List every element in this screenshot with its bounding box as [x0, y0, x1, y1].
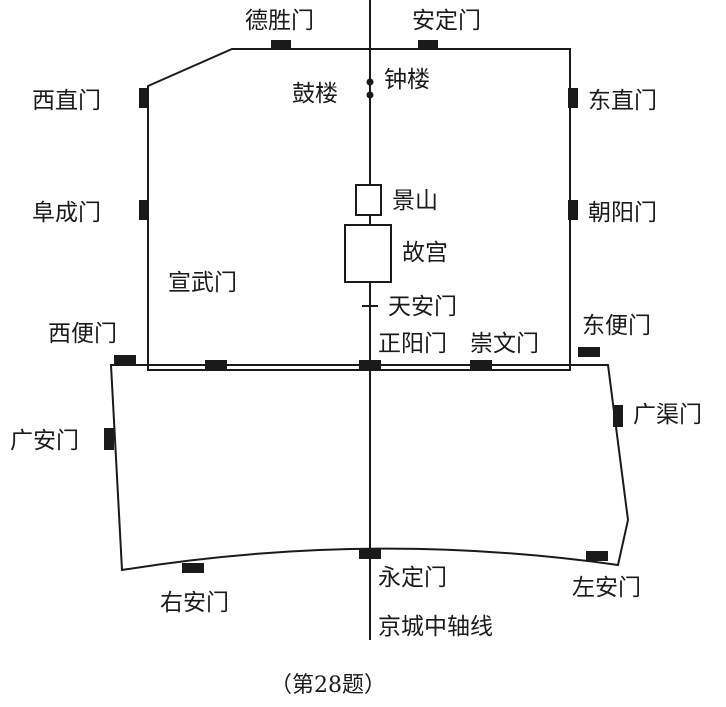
zuoanmen-gate	[586, 551, 608, 561]
xizhimen-gate	[139, 88, 149, 108]
chaoyangmen-gate	[568, 200, 578, 220]
gugong-box	[344, 224, 392, 283]
gulou-marker	[366, 78, 374, 86]
zuoanmen-label: 左安门	[572, 575, 641, 601]
fuchengmen-label: 阜成门	[32, 200, 101, 226]
dongbianmen-gate	[578, 347, 600, 357]
xizhimen-label: 西直门	[32, 88, 101, 114]
guangqumen-gate	[613, 405, 623, 427]
zhengyangmen-label: 正阳门	[378, 331, 447, 357]
chongwenmen-gate	[470, 360, 492, 370]
zhonglou-label: 钟楼	[384, 67, 430, 93]
andingmen-label: 安定门	[412, 8, 481, 34]
fuchengmen-gate	[139, 200, 149, 220]
zhengyangmen-gate	[359, 360, 381, 370]
youanmen-gate	[182, 563, 204, 573]
chongwenmen-label: 崇文门	[470, 331, 539, 357]
guanganmen-gate	[104, 428, 114, 450]
chaoyangmen-label: 朝阳门	[588, 200, 657, 226]
guangqumen-label: 广渠门	[633, 402, 702, 428]
youanmen-label: 右安门	[160, 590, 229, 616]
deshengmen-gate	[271, 40, 291, 50]
central-axis-label: 京城中轴线	[378, 614, 493, 640]
dongzhimen-gate	[568, 88, 578, 108]
deshengmen-label: 德胜门	[245, 8, 314, 34]
andingmen-gate	[418, 40, 438, 50]
yongdingmen-label: 永定门	[378, 565, 447, 591]
outer-city-wall	[109, 364, 630, 572]
xibianmen-label: 西便门	[48, 321, 117, 347]
dongbianmen-label: 东便门	[582, 313, 651, 339]
xuanwumen-gate	[205, 360, 227, 370]
tiananmen-label: 天安门	[388, 294, 457, 320]
gulou-label: 鼓楼	[292, 81, 338, 107]
figure-caption: （第28题）	[270, 673, 386, 698]
jingshan-box	[355, 184, 382, 216]
jingshan-label: 景山	[392, 188, 438, 214]
dongzhimen-label: 东直门	[588, 88, 657, 114]
yongdingmen-gate	[359, 549, 381, 559]
guanganmen-label: 广安门	[10, 428, 79, 454]
xibianmen-gate	[114, 355, 136, 365]
xuanwumen-label: 宣武门	[168, 270, 237, 296]
gugong-label: 故宫	[402, 240, 448, 266]
zhonglou-marker	[366, 91, 374, 99]
